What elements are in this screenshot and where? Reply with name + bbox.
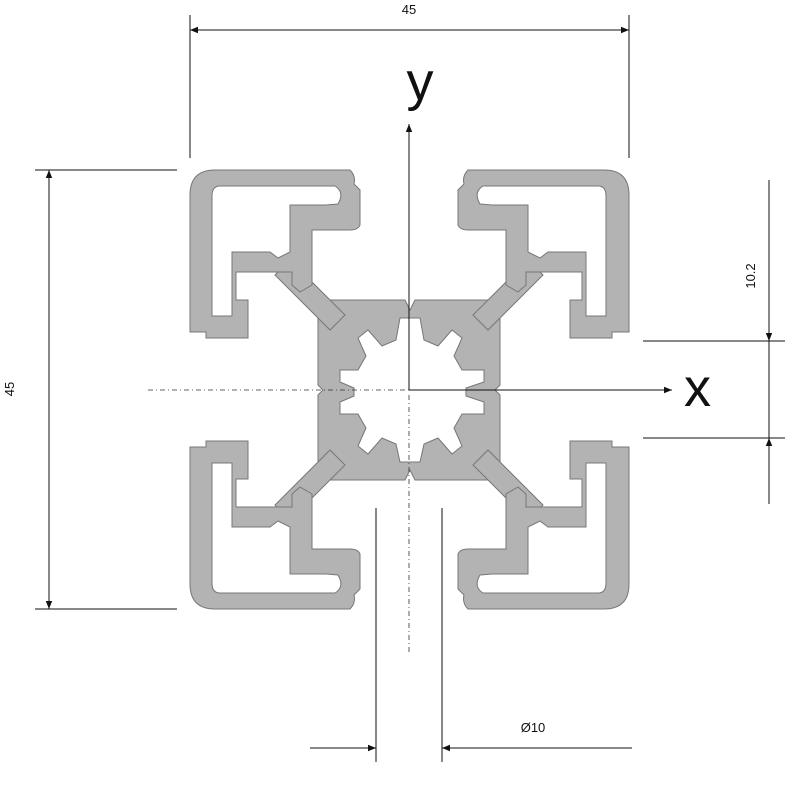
corner-bottom-right-slot — [476, 462, 607, 594]
x-axis: x — [409, 358, 711, 418]
x-axis-label: x — [684, 358, 711, 418]
height-dimension: 45 — [2, 169, 177, 610]
y-axis-label: y — [407, 52, 434, 112]
corner-top-right-slot — [476, 185, 607, 317]
bore-dimension: Ø10 — [310, 508, 632, 762]
corner-bottom-left-slot — [211, 462, 342, 594]
bore-label: Ø10 — [521, 720, 546, 735]
y-axis: y — [405, 52, 434, 390]
slot-label: 10.2 — [743, 263, 758, 288]
width-label: 45 — [402, 2, 416, 17]
width-dimension: 45 — [189, 2, 630, 158]
corner-top-left-slot — [211, 185, 342, 317]
height-label: 45 — [2, 382, 17, 396]
slot-dimension: 10.2 — [643, 180, 785, 504]
